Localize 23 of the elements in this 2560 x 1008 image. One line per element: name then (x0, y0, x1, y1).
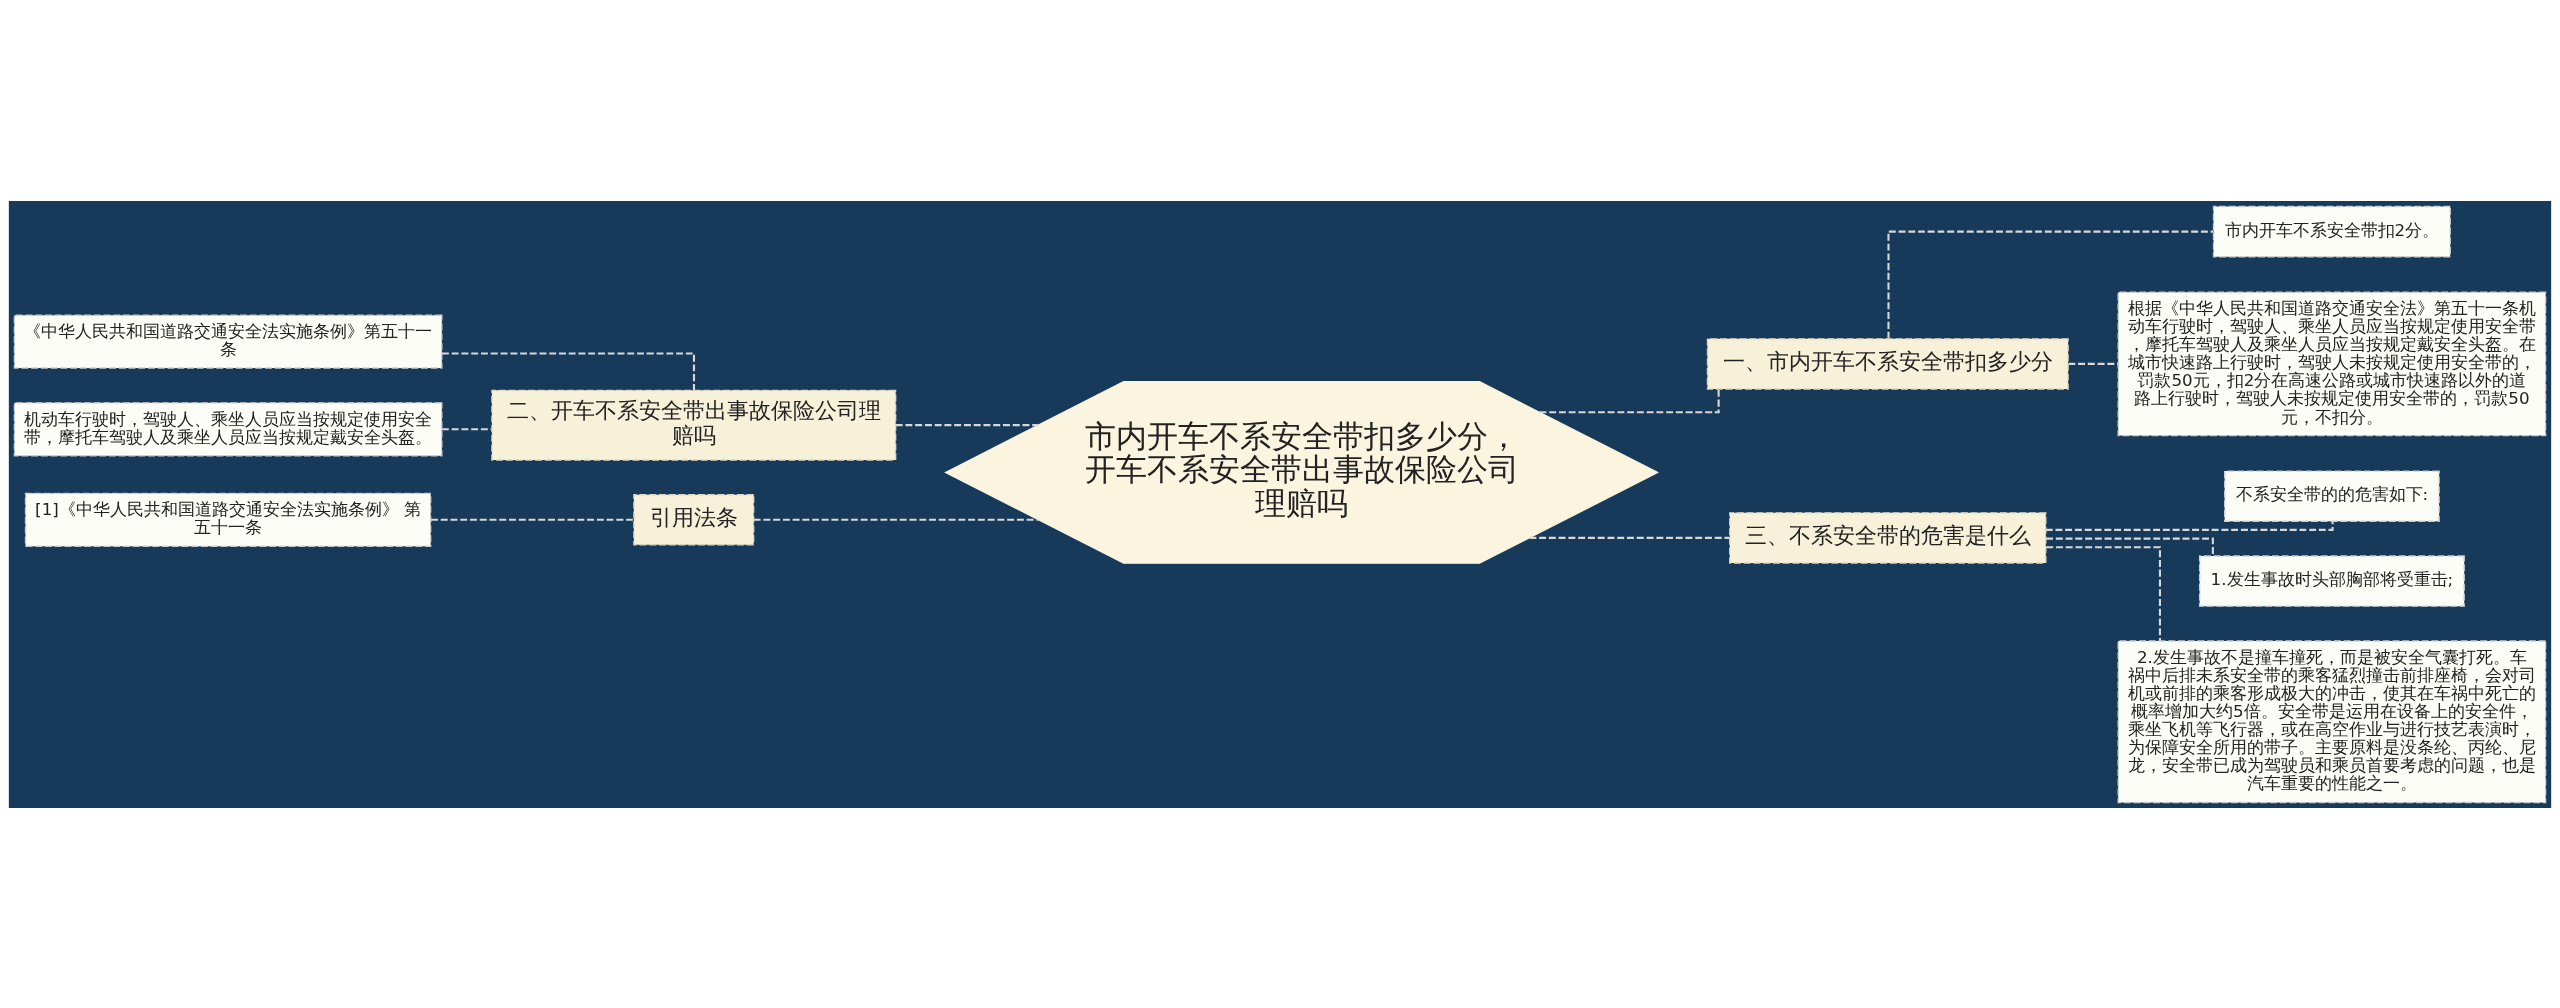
connector (895, 423, 1039, 426)
node-box: 引用法条 (633, 493, 755, 546)
node-box: 市内开车不系安全带扣2分。 (2212, 205, 2451, 257)
connector (2046, 537, 2214, 556)
connector (431, 518, 634, 521)
connector (1887, 230, 2214, 338)
node-box: 1.发生事故时头部胸部将受重击; (2198, 554, 2465, 607)
connector (2068, 362, 2118, 365)
node-box: 《中华人民共和国道路交通安全法实施条例》第五十一条 (13, 313, 443, 369)
connector (2046, 545, 2161, 641)
node-box: 三、不系安全带的危害是什么 (1729, 511, 2047, 564)
connector (441, 427, 492, 430)
node-box: 2.发生事故不是撞车撞死，而是被安全气囊打死。车祸中后排未系安全带的乘客猛烈撞击前排座椅，会对司机或前排的乘客形成极大的冲击，使其在车祸中死亡的概率增加大约5倍。安全带是运用在设备上的安全件，乘坐飞机等飞行器，或在高空作业与进行技艺表演时，为保障安全所用的带子。主要原料是没条纶、丙纶、尼龙，安全带已成为驾驶员和乘员首要考虑的问题，也是汽车重要的性能之一。 (2117, 639, 2547, 803)
node-box: 根据《中华人民共和国道路交通安全法》第五十一条机动车行驶时，驾驶人、乘坐人员应当按规定使用安全带，摩托车驾驶人及乘坐人员应当按规定戴安全头盔。在城市快速路上行驶时，驾驶人未按规定使用安全带的，罚款50元，扣2分在高速公路或城市快速路以外的道路上行驶时，驾驶人未按规定使用安全带的，罚款50元，不扣分。 (2117, 291, 2547, 436)
connector (2045, 520, 2334, 531)
node-box: [1]《中华人民共和国道路交通安全法实施条例》 第五十一条 (24, 492, 432, 547)
node-box: 机动车行驶时，驾驶人、乘坐人员应当按规定使用安全带，摩托车驾驶人及乘坐人员应当按规定戴安全头盔。 (13, 401, 443, 456)
node-box: 一、市内开车不系安全带扣多少分 (1706, 337, 2069, 390)
node-box: 不系安全带的的危害如下: (2224, 469, 2440, 522)
connector (441, 351, 695, 390)
connector (1529, 536, 1730, 539)
connector (753, 518, 1039, 521)
node-box: 二、开车不系安全带出事故保险公司理赔吗 (491, 389, 897, 461)
